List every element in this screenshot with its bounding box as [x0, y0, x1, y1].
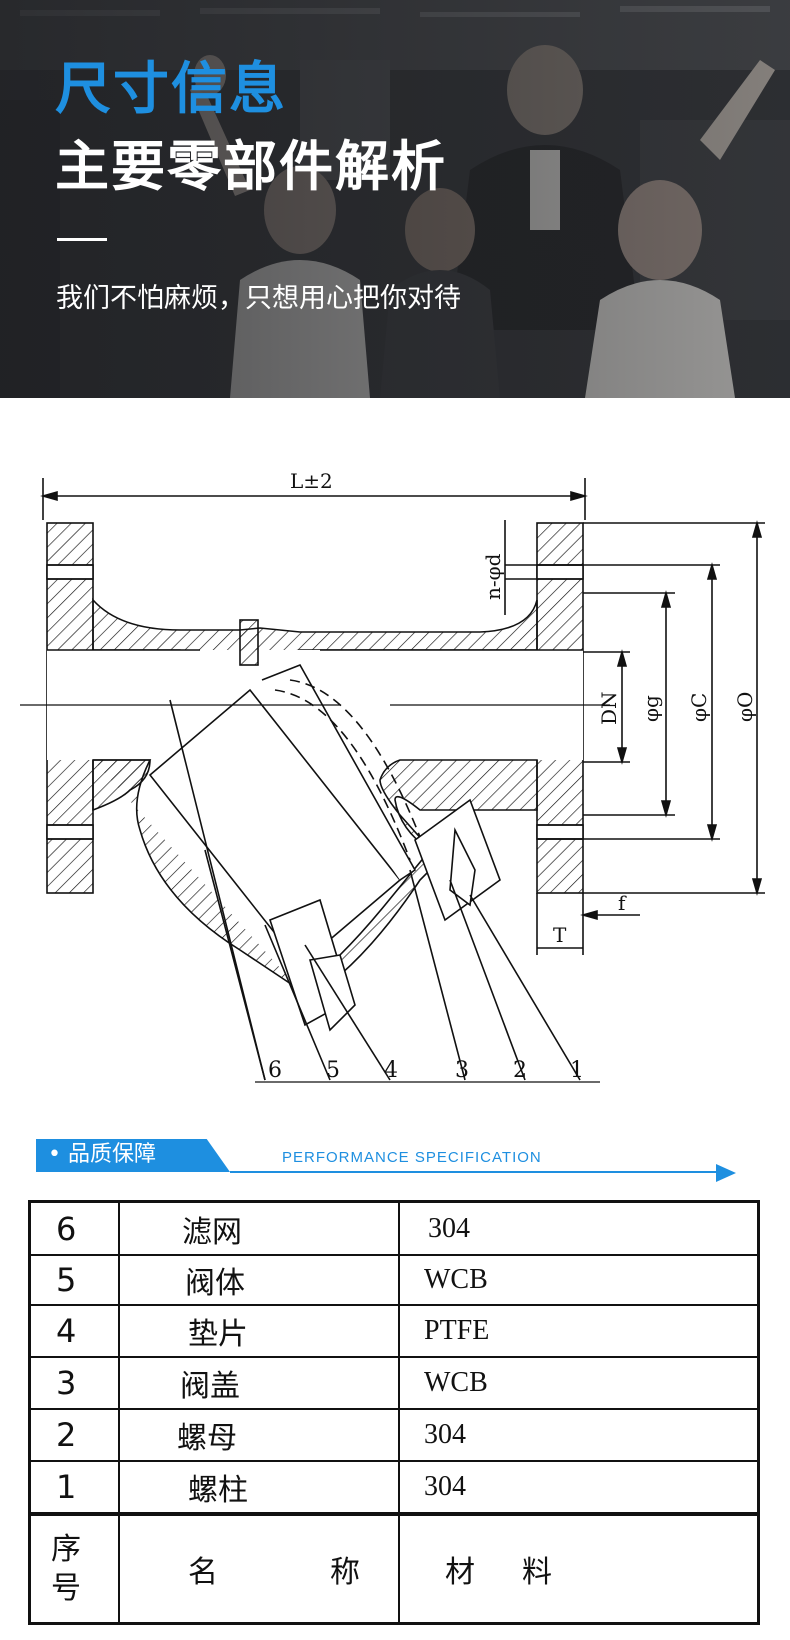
- part-label: 4: [384, 1058, 398, 1083]
- parts-material-table: 6 滤网 304 5 阀体 WCB 4 垫片 PTFE 3 阀盖 WCB 2 螺…: [28, 1200, 760, 1625]
- header-no: 序 号: [31, 1516, 120, 1622]
- part-name: 垫片: [120, 1306, 400, 1356]
- dim-f-label: f: [618, 891, 627, 915]
- part-material: 304: [424, 1471, 466, 1502]
- header-no-line2: 号: [51, 1571, 81, 1606]
- part-material: 304: [424, 1419, 466, 1450]
- dim-length-label: L±2: [290, 469, 333, 493]
- part-name: 阀盖: [120, 1358, 400, 1408]
- quality-badge: • 品质保障: [36, 1139, 230, 1172]
- table-row: 5 阀体 WCB: [31, 1256, 757, 1306]
- part-number: 1: [31, 1462, 120, 1512]
- table-row: 4 垫片 PTFE: [31, 1306, 757, 1358]
- section-english-title: PERFORMANCE SPECIFICATION: [282, 1149, 542, 1166]
- header-no-line1: 序: [51, 1532, 81, 1567]
- part-name: 阀体: [120, 1256, 400, 1304]
- part-label: 6: [268, 1058, 282, 1083]
- part-material: WCB: [424, 1264, 488, 1295]
- part-number: 4: [31, 1306, 120, 1356]
- part-name: 螺柱: [120, 1462, 400, 1512]
- quality-badge-label: • 品质保障: [48, 1142, 156, 1167]
- part-number: 5: [31, 1256, 120, 1304]
- part-label: 3: [455, 1058, 469, 1083]
- dim-g-label: φg: [639, 695, 663, 722]
- part-number: 2: [31, 1410, 120, 1460]
- arrow-right-icon: [716, 1164, 736, 1182]
- banner-slogan: 我们不怕麻烦，只想用心把你对待: [56, 283, 461, 314]
- part-number: 6: [31, 1203, 120, 1254]
- hero-banner: 尺寸信息 主要零部件解析 我们不怕麻烦，只想用心把你对待: [0, 0, 790, 398]
- dim-t-label: T: [553, 923, 567, 947]
- header-name-b: 称: [330, 1555, 360, 1590]
- header-name: 名 称: [120, 1516, 400, 1622]
- table-row: 3 阀盖 WCB: [31, 1358, 757, 1410]
- part-label: 2: [513, 1058, 527, 1083]
- part-label: 1: [570, 1058, 584, 1083]
- part-name: 滤网: [120, 1203, 400, 1254]
- table-row: 1 螺柱 304: [31, 1462, 757, 1516]
- table-row: 6 滤网 304: [31, 1203, 757, 1256]
- part-material: WCB: [424, 1367, 488, 1398]
- part-material: PTFE: [424, 1315, 490, 1346]
- section-underline: [230, 1171, 730, 1173]
- header-name-a: 名: [188, 1555, 218, 1590]
- table-header-row: 序 号 名 称 材 料: [31, 1516, 757, 1622]
- header-material: 材 料: [400, 1516, 757, 1622]
- y-strainer-drawing: L±2 n-φd DN φg φC φO f T 6 5 4 3 2 1: [20, 469, 765, 1083]
- dim-bolt-hole-label: n-φd: [481, 553, 505, 600]
- part-material: 304: [428, 1212, 470, 1244]
- dim-dn-label: DN: [597, 691, 621, 725]
- part-number: 3: [31, 1358, 120, 1408]
- banner-overlay: [0, 0, 790, 398]
- title-divider: [57, 238, 107, 241]
- dim-o-label: φO: [733, 692, 757, 722]
- dim-c-label: φC: [687, 693, 711, 722]
- section-title: 尺寸信息: [55, 57, 287, 122]
- header-material-b: 料: [522, 1555, 552, 1590]
- table-row: 2 螺母 304: [31, 1410, 757, 1462]
- section-heading: 主要零部件解析: [55, 135, 447, 198]
- header-material-a: 材: [445, 1555, 475, 1590]
- part-name: 螺母: [120, 1410, 400, 1460]
- part-label: 5: [326, 1058, 340, 1083]
